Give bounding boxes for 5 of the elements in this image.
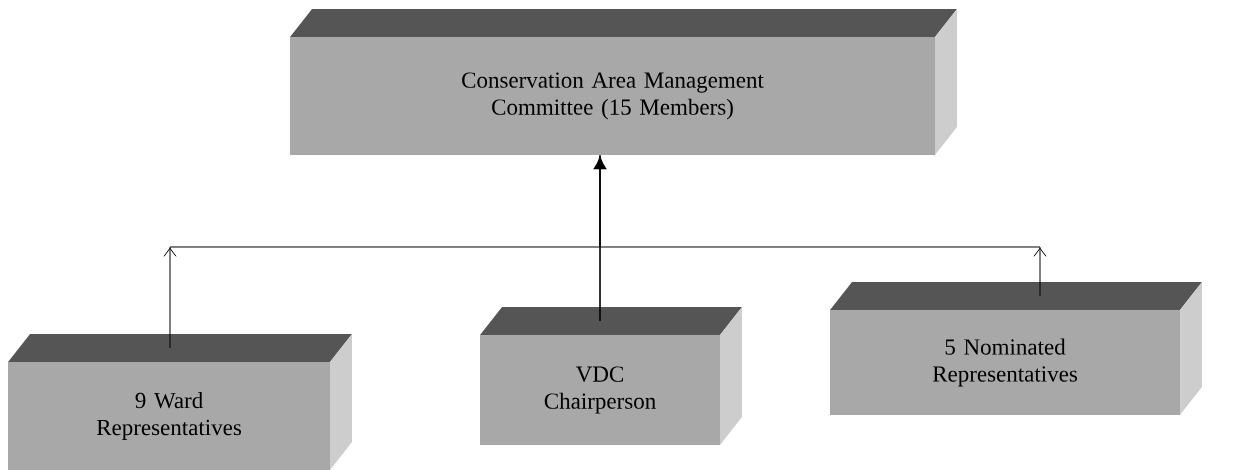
- arrow: [593, 156, 607, 322]
- block: 5 Nominated Representatives: [830, 282, 1202, 415]
- block: VDC Chairperson: [480, 307, 742, 445]
- block: 9 Ward Representatives: [8, 334, 352, 470]
- block: Conservation Area Management Committee (15 Members): [290, 9, 957, 155]
